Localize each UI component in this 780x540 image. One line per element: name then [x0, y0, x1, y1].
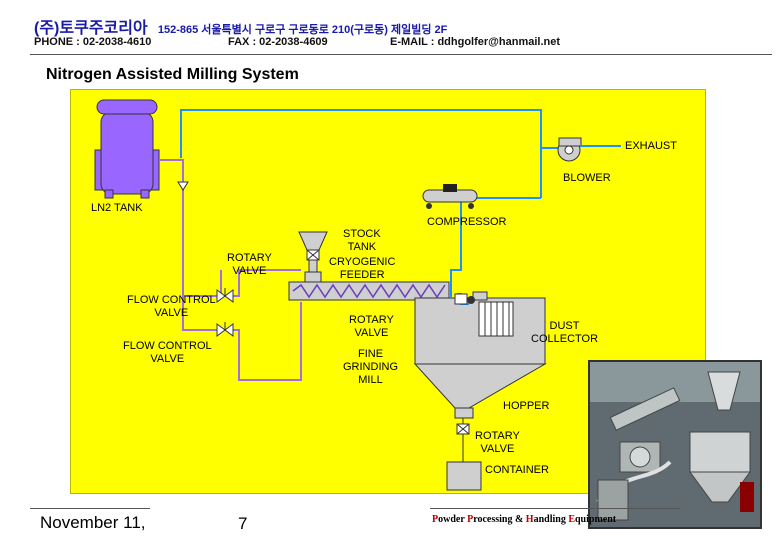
label-dust-collector: DUST COLLECTOR	[531, 320, 599, 345]
brand-part-1: owder	[438, 514, 468, 525]
footer-date: November 11,	[40, 513, 146, 532]
equipment-photo	[588, 360, 762, 529]
phone-number: PHONE : 02-2038-4610	[34, 36, 152, 48]
label-exhaust: EXHAUST	[625, 140, 677, 152]
slide-title: Nitrogen Assisted Milling System	[46, 66, 299, 83]
footer-brand: Powder Processing & Handling Equipment	[432, 514, 616, 525]
footer-page-number: 7	[238, 514, 248, 533]
label-ln2-tank: LN2 TANK	[91, 202, 143, 214]
label-blower: BLOWER	[563, 172, 611, 184]
company-name: (주)토쿠주코리아	[34, 20, 148, 37]
label-cryogenic-feeder: CRYOGENIC FEEDER	[329, 256, 396, 281]
footer-divider-right	[430, 508, 680, 509]
blower-icon	[557, 137, 582, 162]
label-flow-control-valve-2: FLOW CONTROL VALVE	[123, 340, 212, 365]
label-compressor: COMPRESSOR	[427, 216, 507, 228]
brand-part-3: andling	[533, 514, 569, 525]
brand-letter-p2: P	[467, 514, 474, 525]
dust-collector-icon	[413, 291, 547, 409]
footer-divider-left	[30, 508, 150, 509]
label-container: CONTAINER	[485, 464, 549, 476]
company-address: 152-865 서울특별시 구로구 구로동로 210(구로동) 제일빌딩 2F	[157, 24, 448, 36]
label-rotary-valve-2: ROTARY VALVE	[349, 314, 394, 339]
stock-tank-icon	[298, 231, 328, 273]
header-divider	[30, 54, 772, 55]
fax-number: FAX : 02-2038-4609	[228, 36, 328, 48]
label-flow-control-valve-1: FLOW CONTROL VALVE	[127, 294, 216, 319]
flow-control-valve-1-icon	[216, 288, 234, 303]
brand-letter-e: E	[568, 514, 575, 525]
container-icon	[446, 461, 482, 491]
rotary-valve-3-icon	[454, 407, 474, 462]
rotary-valve-2-icon	[454, 293, 475, 305]
company-header: (주)토쿠주코리아 152-865 서울특별시 구로구 구로동로 210(구로동…	[34, 14, 447, 38]
brand-part-2: rocessing &	[473, 514, 526, 525]
label-fine-grinding-mill: FINE GRINDING MILL	[343, 348, 398, 386]
label-hopper: HOPPER	[503, 400, 550, 412]
cryogenic-feeder-icon	[288, 271, 450, 301]
check-valve-icon	[177, 181, 189, 191]
flow-control-valve-2-icon	[216, 322, 234, 337]
label-rotary-valve-1: ROTARY VALVE	[227, 252, 272, 277]
process-diagram	[94, 99, 621, 491]
label-rotary-valve-3: ROTARY VALVE	[475, 430, 520, 455]
compressor-icon	[422, 184, 478, 209]
diagram-panel: EXHAUST BLOWER LN2 TANK COMPRESSOR STOCK…	[70, 89, 706, 494]
brand-part-4: quipment	[575, 514, 617, 525]
brand-letter-h: H	[525, 514, 534, 525]
label-stock-tank: STOCK TANK	[343, 228, 381, 253]
equipment-photo-drawing	[590, 362, 760, 527]
email-address: E-MAIL : ddhgolfer@hanmail.net	[390, 36, 561, 48]
ln2-tank-icon	[94, 99, 160, 199]
brand-letter-p: P	[432, 514, 439, 525]
